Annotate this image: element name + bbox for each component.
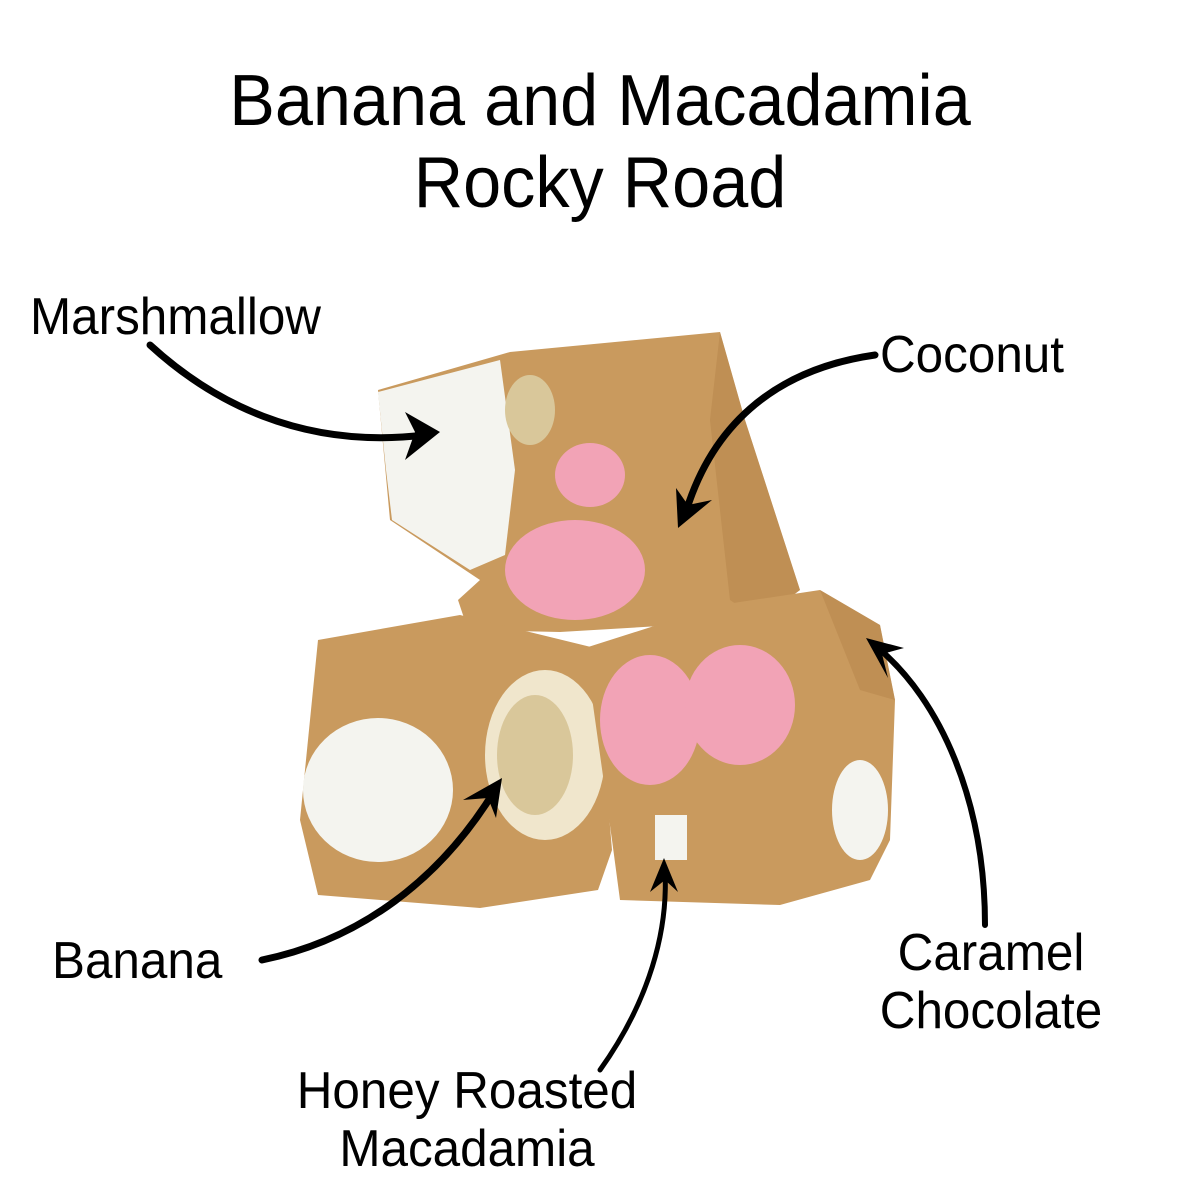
page-title: Banana and Macadamia Rocky Road (30, 60, 1170, 224)
label-honey-roasted-macadamia: Honey Roasted Macadamia (258, 1062, 676, 1178)
coconut-arrow-line (681, 351, 879, 519)
banana-arrowhead-icon (463, 778, 502, 818)
label-macadamia-line-2: Macadamia (339, 1120, 595, 1178)
annotation-arrows (146, 341, 988, 1073)
label-caramel-line-2: Chocolate (879, 982, 1103, 1040)
top-piece (378, 332, 800, 632)
macadamia-arrowhead-icon (650, 858, 678, 892)
label-banana: Banana (52, 932, 223, 990)
arrow-heads (405, 412, 904, 892)
bottom-left-piece (300, 615, 612, 908)
label-marshmallow: Marshmallow (30, 288, 321, 346)
title-line-2: Rocky Road (413, 143, 787, 223)
label-macadamia-line-1: Honey Roasted (296, 1062, 638, 1120)
label-caramel-line-1: Caramel (897, 924, 1085, 982)
banana-arrow-line (258, 786, 499, 964)
caramel-arrow-line (875, 645, 988, 928)
title-line-1: Banana and Macadamia (229, 61, 971, 141)
label-caramel-chocolate: Caramel Chocolate (858, 924, 1124, 1040)
label-coconut: Coconut (880, 326, 1065, 384)
coconut-arrowhead-icon (676, 488, 712, 528)
macadamia-arrow-line (597, 869, 668, 1073)
bottom-right-piece (585, 590, 895, 905)
marshmallow-arrow-line (146, 341, 429, 442)
marshmallow-arrowhead-icon (405, 412, 440, 460)
caramel-arrowhead-icon (866, 638, 904, 678)
